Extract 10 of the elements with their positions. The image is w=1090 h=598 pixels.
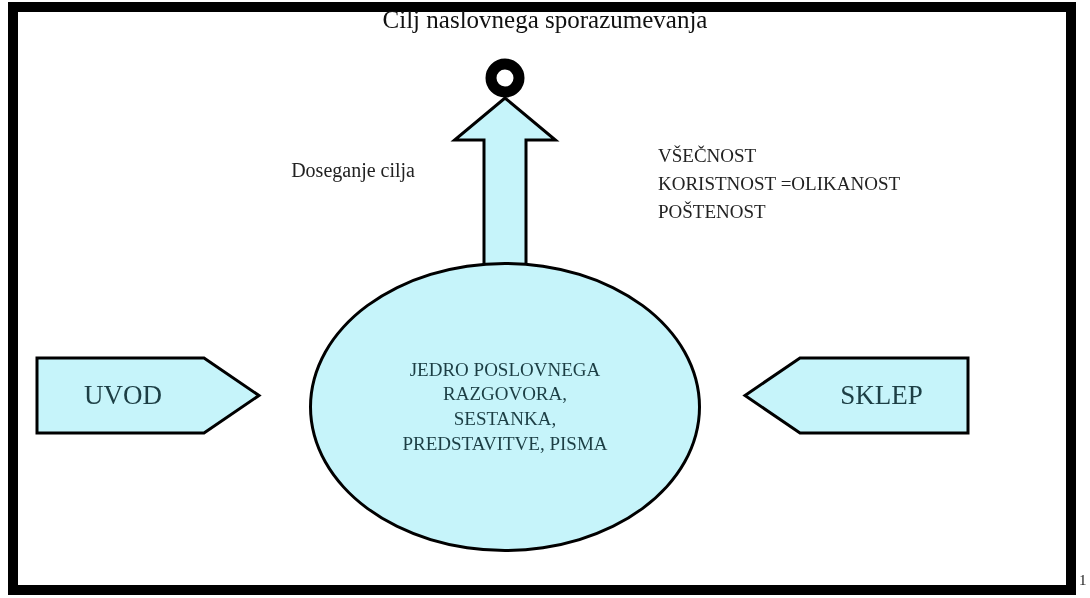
node-label: JEDRO POSLOVNEGA RAZGOVORA, SESTANKA, PREDSTAVITVE, PISMA bbox=[401, 357, 609, 456]
note-text: KORISTNOST =OLIKANOST bbox=[658, 172, 901, 196]
node-label: SKLEP bbox=[839, 378, 923, 412]
page-number: 1 bbox=[1079, 571, 1087, 590]
title: Cilj naslovnega sporazumevanja bbox=[381, 6, 709, 34]
node-label: UVOD bbox=[84, 378, 163, 412]
note-text: VŠEČNOST bbox=[658, 144, 757, 168]
target-ring bbox=[485, 58, 525, 98]
note-text: POŠTENOST bbox=[658, 200, 766, 224]
edge-label: Doseganje cilja bbox=[291, 159, 415, 182]
